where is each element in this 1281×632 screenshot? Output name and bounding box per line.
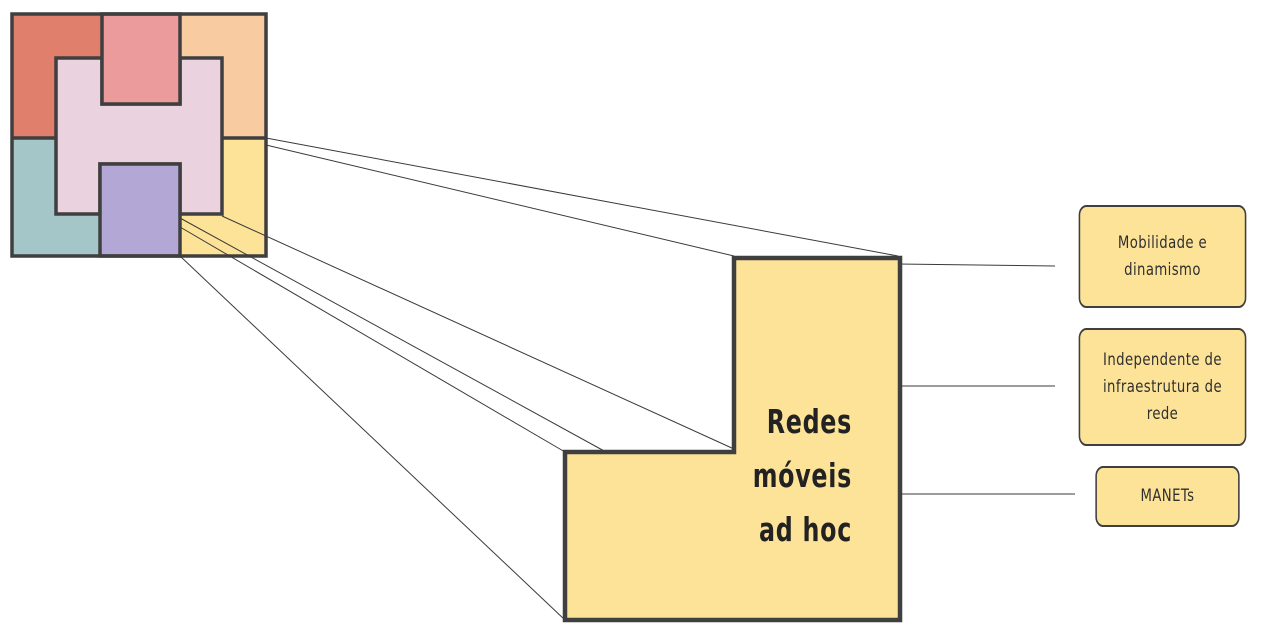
- puzzle-piece-pink: [100, 12, 182, 106]
- main-concept-label: Redes móveis ad hoc: [743, 395, 852, 557]
- projection-line: [179, 226, 566, 453]
- feature-box-manets: MANETs: [1095, 466, 1240, 527]
- feature-text-line: Independente de: [1103, 349, 1222, 370]
- main-label-line: ad hoc: [759, 510, 852, 549]
- main-label-line: móveis: [752, 456, 852, 495]
- feature-text-line: Mobilidade e: [1117, 232, 1208, 253]
- puzzle-square: [10, 12, 268, 258]
- projection-line: [179, 255, 566, 621]
- projection-lines: [179, 137, 899, 621]
- feature-box-infrastructure: Independente de infraestrutura de rede: [1078, 328, 1247, 446]
- projection-line: [265, 137, 899, 257]
- feature-text-line: dinamismo: [1124, 259, 1201, 280]
- feature-text-line: MANETs: [1140, 486, 1195, 506]
- projection-line: [265, 144, 735, 257]
- main-label-line: Redes: [766, 402, 852, 441]
- connector-line: [897, 263, 1056, 267]
- projection-line: [221, 215, 735, 450]
- projection-line: [179, 217, 607, 453]
- puzzle-piece-lavender: [98, 162, 182, 258]
- enlarged-yellow-piece: [562, 255, 903, 623]
- feature-text-line: infraestrutura de: [1102, 376, 1223, 397]
- connector-lines: [897, 263, 1075, 495]
- feature-box-mobility: Mobilidade e dinamismo: [1078, 205, 1247, 308]
- feature-text-line: rede: [1146, 403, 1179, 424]
- puzzle-outline: [10, 12, 268, 258]
